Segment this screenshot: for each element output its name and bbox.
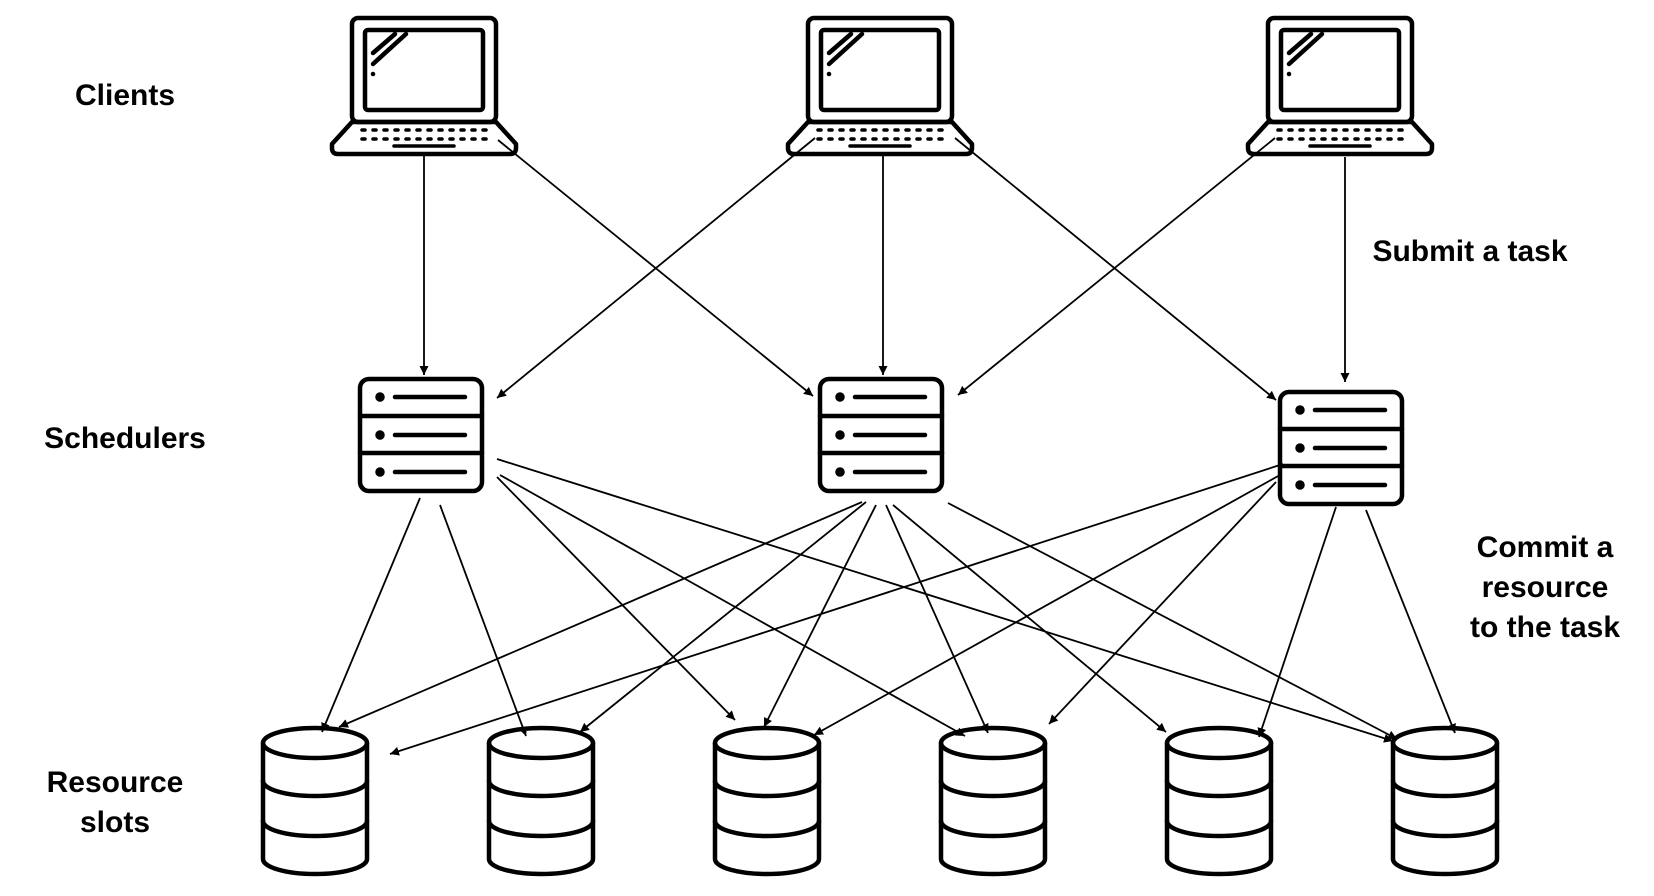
- database-icon: [938, 725, 1048, 877]
- commit-edge-1-to-1: [579, 501, 867, 733]
- commit-edge-2-to-2: [813, 474, 1281, 736]
- commit-edge-0-to-5: [496, 458, 1394, 743]
- commit-edge-1-to-5: [947, 502, 1398, 740]
- submit-edge-2-to-1: [957, 137, 1276, 396]
- commit-edge-2-to-3: [1048, 481, 1277, 725]
- server-rack-icon: [817, 376, 945, 494]
- database-icon: [486, 725, 596, 877]
- commit-edge-0-to-3: [499, 474, 966, 737]
- tier-label-resource-slots: Resource slots: [46, 766, 184, 839]
- laptop-icon: [785, 15, 975, 157]
- commit-edge-0-to-2: [496, 476, 736, 721]
- database-icon: [1164, 725, 1274, 877]
- commit-edge-1-to-4: [892, 504, 1167, 733]
- commit-edge-2-to-4: [1257, 506, 1337, 738]
- laptop-icon: [329, 15, 519, 157]
- laptop-icon: [1245, 15, 1435, 157]
- tier-label-clients: Clients: [74, 79, 176, 112]
- commit-edge-0-to-1: [439, 504, 528, 737]
- database-icon: [1390, 725, 1500, 877]
- submit-edge-1-to-2: [954, 137, 1277, 401]
- commit-edge-2-to-0: [389, 463, 1284, 756]
- commit-edge-2-to-5: [1365, 509, 1456, 734]
- commit-edge-1-to-2: [763, 504, 877, 728]
- database-icon: [712, 725, 822, 877]
- server-rack-icon: [1277, 389, 1405, 507]
- annotation-submit-task: Submit a task: [1372, 235, 1568, 268]
- nodes-layer: [260, 15, 1500, 877]
- tier-label-schedulers: Schedulers: [44, 422, 206, 455]
- database-icon: [260, 725, 370, 877]
- edges-layer: [321, 137, 1456, 756]
- commit-edge-0-to-0: [321, 497, 421, 733]
- commit-edge-1-to-0: [338, 501, 863, 728]
- submit-edge-1-to-0: [496, 137, 816, 399]
- annotation-commit-resource: Commit a resource to the task: [1469, 531, 1621, 644]
- server-rack-icon: [357, 376, 485, 494]
- commit-edge-1-to-3: [885, 504, 989, 734]
